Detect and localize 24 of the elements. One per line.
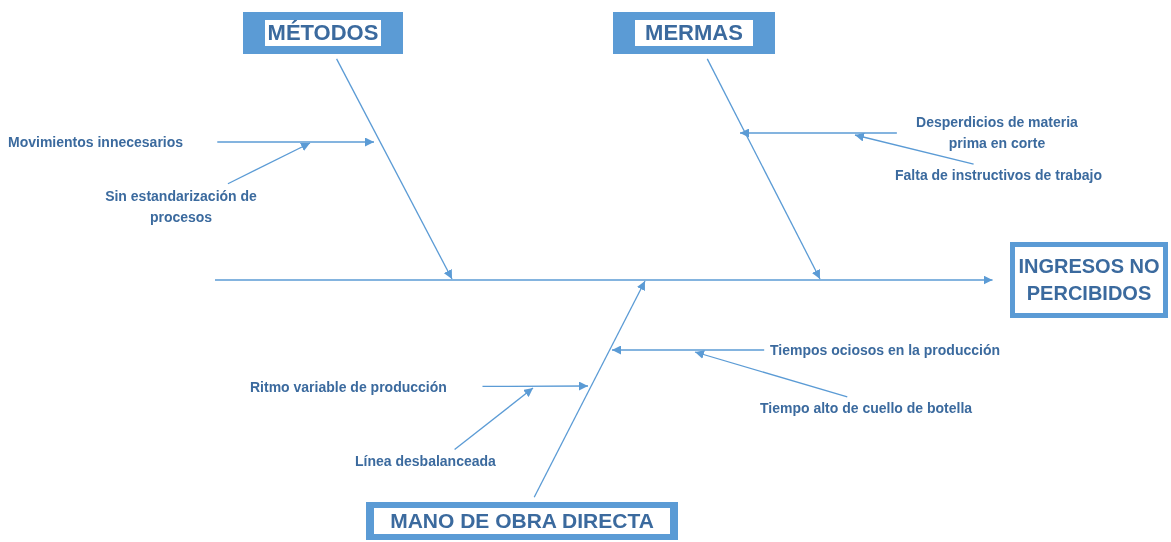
cause-text: Tiempos ociosos en la producción: [770, 340, 1035, 360]
arrow: [611, 345, 765, 355]
arrow: [694, 350, 848, 398]
cause-text: Desperdicios de materia prima en corte: [902, 111, 1092, 155]
cause-text: Línea desbalanceada: [355, 451, 525, 471]
cause-text: Falta de instructivos de trabajo: [895, 165, 1140, 185]
cause-text: Movimientos innecesarios: [8, 132, 212, 152]
arrow: [739, 128, 898, 138]
arrow: [227, 142, 311, 185]
category-box: MANO DE OBRA DIRECTA: [366, 502, 678, 540]
category-box: MÉTODOS: [243, 12, 403, 54]
cause-text: Sin estandarización de procesos: [104, 185, 258, 229]
cause-text: Ritmo variable de producción: [250, 377, 478, 397]
arrow: [335, 58, 453, 280]
category-box: MERMAS: [613, 12, 775, 54]
arrow: [706, 58, 821, 280]
cause-text: Tiempo alto de cuello de botella: [760, 398, 1010, 418]
spine-arrow: [214, 275, 994, 285]
arrow: [216, 137, 375, 147]
arrow: [481, 381, 589, 391]
arrow: [533, 280, 646, 498]
arrow: [854, 132, 975, 165]
effect-box: INGRESOS NO PERCIBIDOS: [1010, 242, 1168, 318]
arrow: [453, 387, 534, 451]
